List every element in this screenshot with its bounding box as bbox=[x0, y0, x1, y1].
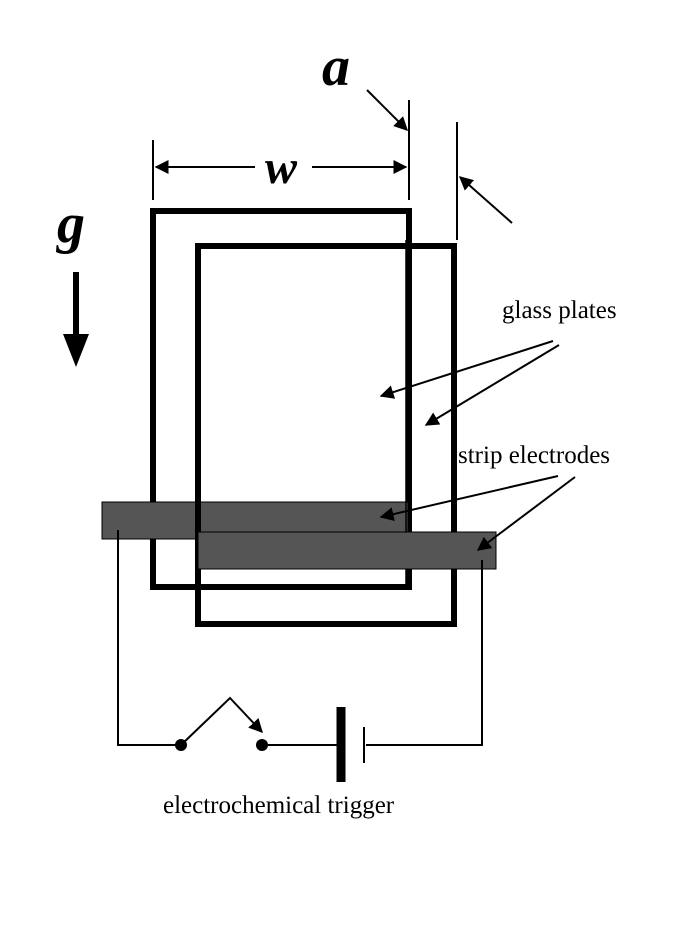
strip-electrodes-arrow-front bbox=[476, 476, 576, 551]
front-glass-plate bbox=[195, 243, 457, 627]
a-arrow-top bbox=[366, 89, 408, 131]
circuit-wire-right bbox=[366, 560, 483, 746]
strip-electrodes-arrow-back bbox=[379, 475, 559, 521]
back-glass-plate bbox=[150, 208, 412, 590]
strip-electrodes-label: strip electrodes bbox=[458, 442, 610, 469]
trigger-label: electrochemical trigger bbox=[163, 792, 395, 819]
switch-lever bbox=[180, 696, 263, 746]
a-arrow-bottom bbox=[458, 176, 513, 224]
glass-plates-label: glass plates bbox=[502, 297, 617, 324]
front-strip-electrode bbox=[197, 531, 497, 570]
g-symbol: g bbox=[55, 193, 85, 255]
glass-plates-arrow-back bbox=[379, 340, 554, 399]
glass-plates-arrow-front bbox=[424, 344, 560, 426]
a-symbol: a bbox=[322, 36, 350, 98]
gravity-arrow-head bbox=[63, 334, 89, 367]
circuit-wire-left bbox=[117, 530, 180, 746]
w-symbol: w bbox=[265, 141, 298, 194]
